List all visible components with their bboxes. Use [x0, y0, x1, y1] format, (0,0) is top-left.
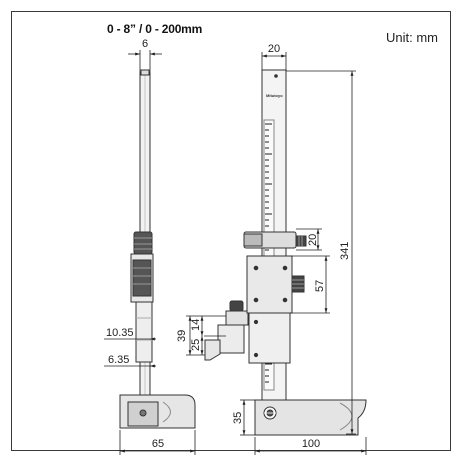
side-dimensions	[104, 50, 196, 455]
dim-front-slider-height: 57	[314, 280, 326, 292]
dim-side-10-35: 10.35	[106, 327, 134, 339]
dim-side-39: 39	[176, 330, 188, 342]
drawing-frame	[11, 11, 451, 451]
unit-label: Unit: mm	[386, 30, 438, 45]
dim-front-base-height: 35	[232, 412, 244, 424]
front-slider	[243, 231, 307, 364]
dim-side-14: 14	[190, 319, 202, 331]
side-fine-knob	[133, 231, 153, 255]
dim-side-rod-width: 6	[142, 38, 148, 50]
top-screw	[274, 74, 278, 78]
front-dimensions	[240, 52, 367, 455]
dim-side-base-width: 65	[152, 438, 164, 450]
dim-side-6-35: 6.35	[108, 354, 129, 366]
front-base	[254, 399, 367, 436]
range-title: 0 - 8” / 0 - 200mm	[107, 22, 203, 36]
dim-front-top-width: 20	[268, 43, 280, 55]
dim-front-clamp-height: 20	[307, 234, 319, 246]
jaw-dimensions	[186, 315, 226, 356]
brand-mark: Mitutoyo	[266, 93, 283, 98]
dim-front-total-height: 341	[339, 242, 351, 260]
dim-front-base-width: 100	[302, 438, 320, 450]
dim-side-25: 25	[190, 339, 202, 351]
scriber-jaw	[204, 300, 249, 361]
side-view	[119, 69, 196, 429]
